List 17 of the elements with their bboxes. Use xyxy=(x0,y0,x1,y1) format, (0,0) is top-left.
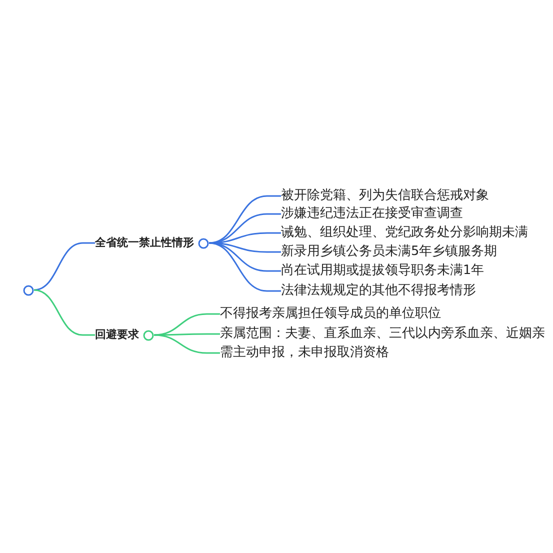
topic-text: 被开除党籍、列为失信联合惩戒对象 xyxy=(281,187,489,205)
topic-text: 涉嫌违纪违法正在接受审查调查 xyxy=(281,205,463,223)
connector-line xyxy=(154,334,220,354)
branch-label: 回避要求 xyxy=(95,327,139,343)
topic-text: 诫勉、组织处理、党纪政务处分影响期未满 xyxy=(281,224,528,242)
connector-line xyxy=(208,232,281,244)
connector-line xyxy=(208,242,281,292)
connector-line xyxy=(154,333,220,336)
topic-text: 新录用乡镇公务员未满5年乡镇服务期 xyxy=(281,243,498,261)
connector-line xyxy=(34,289,95,336)
topic-text: 尚在试用期或提拔领导职务未满1年 xyxy=(281,262,484,280)
topic-text: 法律法规规定的其他不得报考情形 xyxy=(281,282,476,300)
topic-text: 不得报考亲属担任领导成员的单位职位 xyxy=(220,305,441,323)
connector-line xyxy=(34,242,95,291)
topic-text: 亲属范围：夫妻、直系血亲、三代以内旁系血亲、近姻亲 xyxy=(220,325,545,343)
topic-text: 需主动申报，未申报取消资格 xyxy=(220,344,389,362)
branch-label: 全省统一禁止性情形 xyxy=(95,235,194,251)
